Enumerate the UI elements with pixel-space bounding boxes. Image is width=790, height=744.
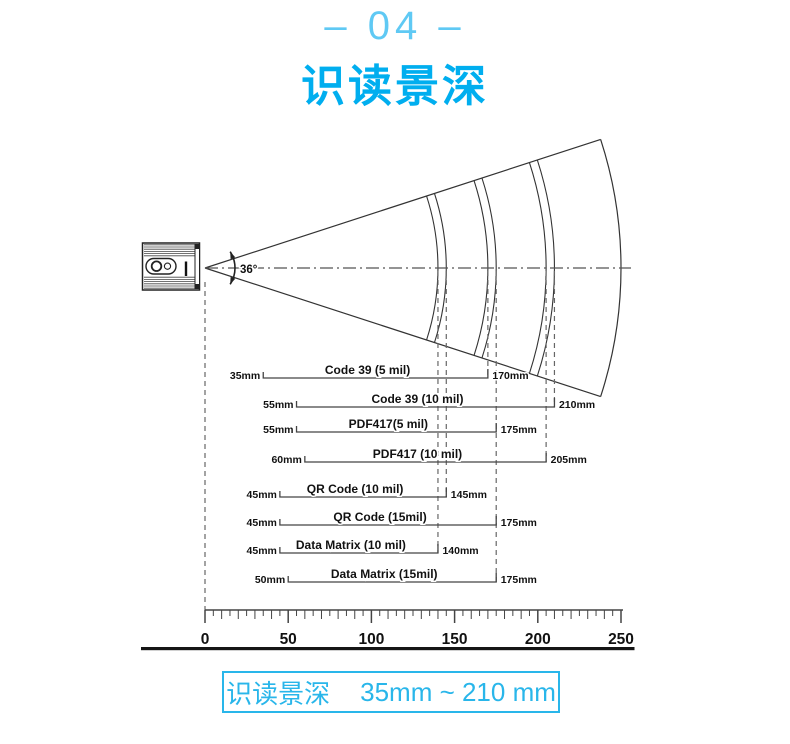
angle-label: 36° bbox=[240, 264, 258, 276]
angle-arrowhead-icon bbox=[230, 251, 236, 260]
section-number: – 04 – bbox=[324, 4, 466, 48]
summary-label: 识读景深 bbox=[226, 678, 331, 709]
depth-bar-end-label: 145mm bbox=[451, 489, 487, 501]
depth-bar-start-label: 45mm bbox=[247, 517, 277, 529]
scanner-aimer-icon bbox=[163, 262, 172, 270]
depth-bar-end-label: 175mm bbox=[501, 517, 537, 529]
depth-bar bbox=[279, 516, 497, 526]
depth-of-field-diagram: 36° 35mm 170mm Code 39 (5 mil) 55mm 210mm Code… bbox=[141, 138, 635, 651]
depth-bar-start-label: 60mm bbox=[271, 454, 301, 466]
depth-bar-end-label: 140mm bbox=[442, 545, 478, 557]
depth-bar-label: QR Code (15mil) bbox=[333, 510, 426, 524]
depth-bar bbox=[295, 423, 497, 433]
depth-bar-end-label: 175mm bbox=[501, 424, 537, 436]
depth-bar-label: PDF417 (10 mil) bbox=[373, 447, 462, 461]
depth-bar bbox=[287, 573, 497, 583]
depth-bar-end-label: 205mm bbox=[551, 454, 587, 466]
ruler-label: 0 bbox=[201, 631, 210, 648]
depth-bar-start-label: 45mm bbox=[247, 545, 277, 557]
depth-bar-label: Data Matrix (10 mil) bbox=[296, 538, 406, 552]
fov-cone-bottom-edge bbox=[204, 267, 601, 398]
ruler-label: 100 bbox=[358, 631, 384, 648]
depth-bar-end-label: 175mm bbox=[501, 574, 537, 586]
scanner-bracket bbox=[195, 244, 200, 249]
depth-bar-start-label: 55mm bbox=[263, 399, 293, 411]
depth-bar bbox=[304, 453, 547, 463]
ground-line bbox=[141, 647, 635, 651]
depth-bar-end-label: 170mm bbox=[492, 370, 528, 382]
scanner-front-window bbox=[194, 244, 200, 289]
scanner-lens-icon bbox=[150, 260, 163, 272]
ruler-label: 50 bbox=[280, 631, 297, 648]
summary-box: 识读景深 35mm ~ 210 mm bbox=[222, 671, 560, 713]
page-title: 识读景深 bbox=[301, 62, 489, 111]
depth-bar-start-label: 45mm bbox=[247, 489, 277, 501]
depth-bar-label: QR Code (10 mil) bbox=[307, 482, 404, 496]
focal-arc bbox=[528, 162, 547, 374]
depth-bar-start-label: 50mm bbox=[255, 574, 285, 586]
depth-bar-start-label: 35mm bbox=[230, 370, 260, 382]
ruler-label: 250 bbox=[608, 631, 634, 648]
fov-cone-top-edge bbox=[204, 138, 601, 269]
ruler-label: 150 bbox=[442, 631, 468, 648]
depth-bar-label: Code 39 (5 mil) bbox=[325, 363, 410, 377]
depth-bar-start-label: 55mm bbox=[263, 424, 293, 436]
depth-bar-label: Code 39 (10 mil) bbox=[371, 392, 463, 406]
depth-bar bbox=[295, 398, 556, 408]
depth-bar bbox=[279, 488, 447, 498]
depth-bar-end-label: 210mm bbox=[559, 399, 595, 411]
depth-bar-label: PDF417(5 mil) bbox=[349, 417, 428, 431]
ruler-label: 200 bbox=[525, 631, 551, 648]
depth-bar bbox=[262, 369, 489, 379]
depth-bar-label: Data Matrix (15mil) bbox=[331, 567, 438, 581]
summary-range: 35mm ~ 210 mm bbox=[360, 676, 556, 707]
angle-arrowhead-icon bbox=[230, 276, 236, 285]
scanner-bracket bbox=[195, 284, 200, 289]
depth-bar bbox=[279, 544, 439, 554]
